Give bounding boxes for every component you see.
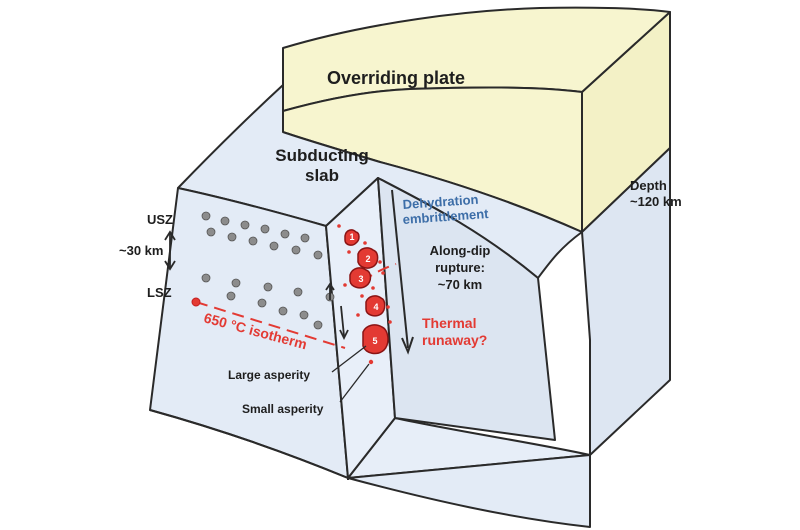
asperities: [344, 229, 389, 355]
thickness-label: ~30 km: [119, 243, 163, 258]
usz-dot: [313, 250, 323, 260]
usz-dot: [220, 216, 230, 226]
slab-right-face: [581, 147, 671, 456]
usz-dot: [201, 211, 211, 221]
usz-dot: [269, 241, 279, 251]
lsz-label: LSZ: [147, 285, 172, 300]
lsz-dot: [257, 298, 267, 308]
slip-arrows: [325, 282, 349, 341]
usz-label: USZ: [147, 212, 173, 227]
along-dip-label-line2: rupture:: [435, 260, 485, 275]
asperity-number: 2: [365, 254, 370, 264]
lsz-dot: [313, 320, 323, 330]
small-asperity: [356, 313, 360, 317]
slab-front-lower: [149, 409, 349, 480]
subducting-slab-block: [149, 84, 671, 528]
usz-dot: [227, 232, 237, 242]
lsz-dot: [293, 287, 303, 297]
slab-front-right: [347, 454, 591, 528]
asperity-3: [349, 267, 372, 289]
lsz-dot: [201, 273, 211, 283]
asperity-number: 4: [373, 302, 378, 312]
along-dip-label-line3: ~70 km: [438, 277, 482, 292]
large-asperity-label: Large asperity: [228, 368, 310, 382]
asperity-number: 1: [349, 232, 354, 242]
small-asperity: [388, 320, 392, 324]
usz-dot: [240, 220, 250, 230]
asperity-1: [344, 229, 360, 246]
lsz-dot: [226, 291, 236, 301]
lsz-dot: [263, 282, 273, 292]
depth-label-line2: ~120 km: [630, 194, 682, 209]
along-dip-label-line1: Along-dip: [430, 243, 491, 258]
isotherm-start-dot: [191, 297, 201, 307]
usz-dot: [300, 233, 310, 243]
small-asperity: [371, 286, 375, 290]
small-asperity: [360, 294, 364, 298]
subducting-slab-label-line1: Subducting: [275, 146, 368, 165]
small-asperities: [337, 224, 392, 365]
lsz-dot: [231, 278, 241, 288]
small-asperity: [381, 271, 385, 275]
slab-cutout-floor: [347, 417, 591, 479]
usz-dot: [291, 245, 301, 255]
overriding-plate-label: Overriding plate: [327, 68, 465, 88]
asperity-number: 5: [372, 336, 377, 346]
small-asperity-label: Small asperity: [242, 402, 324, 416]
seismicity-dots: [201, 211, 335, 330]
small-asperity: [337, 224, 341, 228]
overriding-plate-block: [282, 6, 671, 233]
cutout-back-wall: [377, 177, 556, 441]
subducting-slab-label-line2: slab: [305, 166, 339, 185]
depth-label-line1: Depth: [630, 178, 667, 193]
leader-lines: [331, 345, 370, 403]
asperity-5: [362, 324, 389, 355]
dehydration-label-line2: embrittlement: [402, 206, 489, 227]
lsz-dot: [278, 306, 288, 316]
usz-dot: [206, 227, 216, 237]
small-asperity: [363, 241, 367, 245]
thermal-runaway-label-line2: runaway?: [422, 332, 487, 348]
asperity-number: 3: [358, 274, 363, 284]
usz-dot: [260, 224, 270, 234]
small-asperity-leader: [339, 363, 370, 403]
asperity-2: [357, 247, 379, 269]
usz-dot: [248, 236, 258, 246]
asperity-4: [365, 295, 386, 317]
small-asperity: [378, 260, 382, 264]
thermal-runaway-label-line1: Thermal: [422, 315, 476, 331]
large-asperity-leader: [331, 345, 367, 373]
small-asperity: [347, 250, 351, 254]
usz-dot: [280, 229, 290, 239]
dehydration-label-line1: Dehydration: [402, 192, 479, 212]
small-asperity: [343, 283, 347, 287]
asperity-number-labels: 1 2 3 4 5: [349, 232, 378, 346]
thickness-arrow: [164, 230, 176, 271]
small-asperity: [386, 305, 390, 309]
lsz-dot: [299, 310, 309, 320]
along-dip-arrow: [391, 189, 414, 355]
small-asperity: [368, 359, 374, 365]
